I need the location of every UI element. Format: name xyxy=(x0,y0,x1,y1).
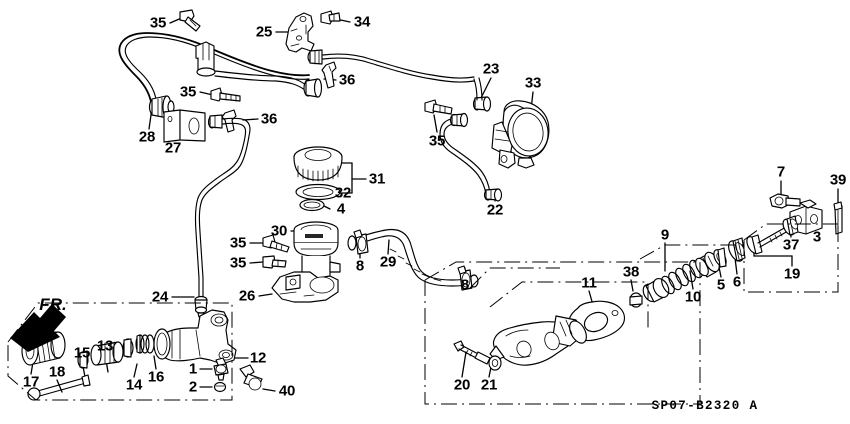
reservoir-o-ring-4 xyxy=(299,198,325,212)
bleeder-screw-1 xyxy=(213,357,229,381)
callout-3: 3 xyxy=(812,228,822,246)
callout-22: 22 xyxy=(486,201,504,219)
callout-18: 18 xyxy=(48,363,66,381)
hose-clamp-8-right xyxy=(457,265,473,291)
damper-assembly-33 xyxy=(491,100,550,169)
piston-cup-6 xyxy=(728,237,746,262)
callout-26: 26 xyxy=(238,287,256,305)
callout-40: 40 xyxy=(278,382,296,400)
callout-37: 37 xyxy=(782,236,800,254)
callout-33: 33 xyxy=(524,74,542,92)
clevis-pin-7 xyxy=(769,193,801,209)
callout-14: 14 xyxy=(125,376,143,394)
push-rod-assembly-19 xyxy=(746,226,789,255)
flange-bolt-35-tank-b xyxy=(262,255,287,269)
callout-20: 20 xyxy=(453,376,471,394)
callout-16: 16 xyxy=(147,368,165,386)
slave-piston-13 xyxy=(90,341,124,366)
callout-7: 7 xyxy=(776,163,786,181)
callout-25: 25 xyxy=(255,23,273,41)
callout-8-a: 8 xyxy=(355,257,365,275)
callout-12: 12 xyxy=(249,349,267,367)
reservoir-cap-seal-32 xyxy=(295,183,341,201)
flange-nut-38 xyxy=(629,292,643,308)
callout-29: 29 xyxy=(379,253,397,271)
push-rod-18 xyxy=(27,374,91,401)
callout-4: 4 xyxy=(336,200,346,218)
callout-34: 34 xyxy=(353,13,371,31)
callout-32: 32 xyxy=(334,184,352,202)
slave-seal-ring-15 xyxy=(77,351,89,369)
push-rod-nut-37 xyxy=(782,215,799,236)
bleeder-cap-2 xyxy=(213,381,227,393)
callout-35-d: 35 xyxy=(229,234,247,252)
reservoir-bracket-26 xyxy=(271,271,339,303)
callout-28: 28 xyxy=(138,128,156,146)
flange-bolt-35-mid xyxy=(210,87,241,102)
flange-bolt-35-right xyxy=(424,99,453,115)
bracket-bolt-34 xyxy=(320,10,341,25)
diagram-code-label: SP07-B2320 A xyxy=(651,399,759,413)
callout-35-a: 35 xyxy=(149,14,167,32)
fr-direction-arrow xyxy=(10,304,66,352)
reservoir-cap-31 xyxy=(293,146,343,182)
slave-piston-spring-16 xyxy=(135,334,155,354)
callout-31: 31 xyxy=(368,170,386,188)
pipe-bracket-25 xyxy=(285,12,315,53)
callout-21: 21 xyxy=(480,376,498,394)
slave-cylinder-assembly-12 xyxy=(153,309,237,365)
callout-17: 17 xyxy=(22,373,40,391)
hose-bracket-27 xyxy=(163,109,206,143)
callout-5: 5 xyxy=(716,276,726,294)
callout-1: 1 xyxy=(188,360,198,378)
callout-23: 23 xyxy=(482,60,500,78)
master-bleeder-screw-20 xyxy=(453,340,491,365)
master-bleeder-washer-21 xyxy=(488,355,502,371)
callout-35-e: 35 xyxy=(229,254,247,272)
front-direction-label: FR. xyxy=(39,295,67,314)
callout-11: 11 xyxy=(581,274,597,292)
callout-38: 38 xyxy=(622,263,640,281)
grouping-boxes xyxy=(7,223,839,405)
callout-30: 30 xyxy=(270,222,288,240)
callout-35-b: 35 xyxy=(179,83,197,101)
flange-bolt-35-tank-a xyxy=(262,234,290,253)
callout-24: 24 xyxy=(151,288,169,306)
cotter-pin-39 xyxy=(833,201,843,235)
callout-6: 6 xyxy=(732,273,742,291)
pipe-clip-36-upper xyxy=(321,61,337,89)
callout-8-b: 8 xyxy=(460,276,470,294)
mounting-bolt-40 xyxy=(239,364,263,391)
callout-9: 9 xyxy=(660,226,670,244)
master-cylinder-body xyxy=(489,315,587,366)
clutch-pipe-23 xyxy=(307,49,492,112)
callout-36-b: 36 xyxy=(260,110,278,128)
master-piston-assembly-9 xyxy=(642,251,720,303)
flange-bolt-35-top xyxy=(179,9,201,32)
pipe-clip-36-lower xyxy=(221,109,237,133)
slave-piston-cup-14 xyxy=(122,338,134,358)
callout-35-c: 35 xyxy=(428,132,446,150)
pipe-retainer-clip xyxy=(195,41,216,77)
clutch-pipe-22 xyxy=(439,112,503,202)
callout-13: 13 xyxy=(96,337,114,355)
hose-clamp-8-left xyxy=(353,229,369,255)
callout-19: 19 xyxy=(783,265,801,283)
callout-2: 2 xyxy=(188,378,198,396)
callout-39: 39 xyxy=(829,171,847,189)
callout-36-a: 36 xyxy=(338,71,356,89)
reservoir-hose-29 xyxy=(347,228,479,288)
callout-27: 27 xyxy=(164,139,182,157)
callout-10: 10 xyxy=(684,288,702,306)
callout-15: 15 xyxy=(73,344,91,362)
piston-cup-5 xyxy=(713,247,727,268)
